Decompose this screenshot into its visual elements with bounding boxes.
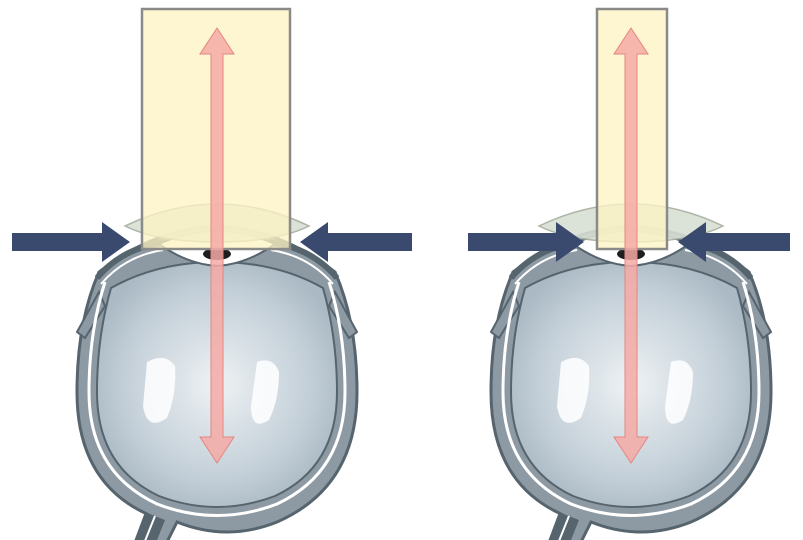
press-arrow-left-icon	[678, 222, 790, 262]
measurement-double-arrow-icon	[199, 27, 235, 464]
panel-right	[468, 7, 790, 540]
press-arrow-right-icon	[468, 222, 584, 262]
panel-left	[12, 7, 412, 540]
measurement-double-arrow-icon	[613, 27, 649, 464]
press-arrow-left-icon	[300, 222, 412, 262]
press-arrow-right-icon	[12, 222, 130, 262]
